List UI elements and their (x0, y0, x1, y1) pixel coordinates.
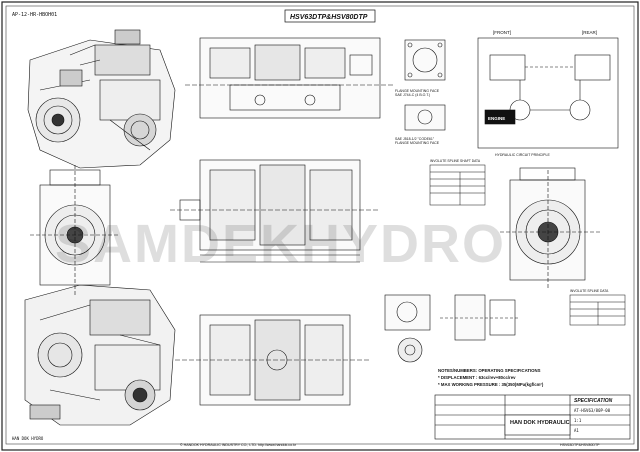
spline-table-2 (569, 294, 626, 326)
top-view-center (185, 37, 395, 119)
iso-view-top (27, 29, 176, 169)
spline-caption-2: INVOLUTE SPLINE DATA (570, 289, 609, 293)
drawing-scale: 1:1 (574, 418, 582, 423)
inner-border (5, 5, 635, 445)
end-view-left (30, 165, 120, 295)
schematic-caption: HYDRAULIC CIRCUIT PRINCIPLE (495, 153, 550, 157)
flange-detail (404, 39, 446, 81)
footer-right: HSV63DTP&HSV80DTP (560, 443, 600, 447)
title-block (434, 394, 631, 440)
hydraulic-schematic (477, 37, 619, 149)
spec-line-1: * DISPLACEMENT : 63cc/rev+80cc/rev (438, 375, 516, 380)
spec-heading: SPECIFICATION (574, 398, 613, 404)
drawing-title: HSV63DTP&HSV80DTP (290, 14, 368, 21)
gear-detail (384, 294, 520, 363)
spec-line-3: NOTES/NUMBERS: OPERATING SPECIFICATIONS (438, 368, 541, 373)
title-box (284, 9, 376, 23)
company-name: HAN DOK HYDRAULIC (510, 420, 570, 426)
spline-caption-1: INVOLUTE SPLINE SHAFT DATA (430, 159, 481, 163)
flange-detail-2 (404, 104, 446, 131)
side-view-center (170, 159, 380, 263)
watermark: SAMDEKHYDRO (55, 214, 506, 274)
end-view-right (500, 167, 600, 290)
iso-view-bottom (24, 284, 176, 426)
bottom-left-tag: HAN DOK HYDRO (12, 436, 44, 441)
flange-note-2: SAE J518-1/2 "CODE61"FLANGE MOUNTING FAC… (395, 137, 440, 145)
schematic-front-label: [FRONT] (493, 30, 511, 35)
engine-label: ENGINE (488, 116, 505, 121)
footer-copyright: © HANDOK HYDRAULIC INDUSTRY CO., LTD. ht… (180, 443, 297, 447)
spec-line-2: * MAX WORKING PRESSURE : 35(350)MPa(kgf/… (438, 382, 544, 387)
top-left-tag: AP-12-HR-HBOH01 (12, 12, 57, 18)
bottom-view-center (175, 314, 370, 406)
spline-table-1 (429, 164, 486, 206)
schematic-rear-label: [REAR] (582, 30, 597, 35)
drawing-number: AT-HSV63/80P-00 (574, 408, 611, 413)
drawing-sheet: A1 (574, 428, 579, 433)
